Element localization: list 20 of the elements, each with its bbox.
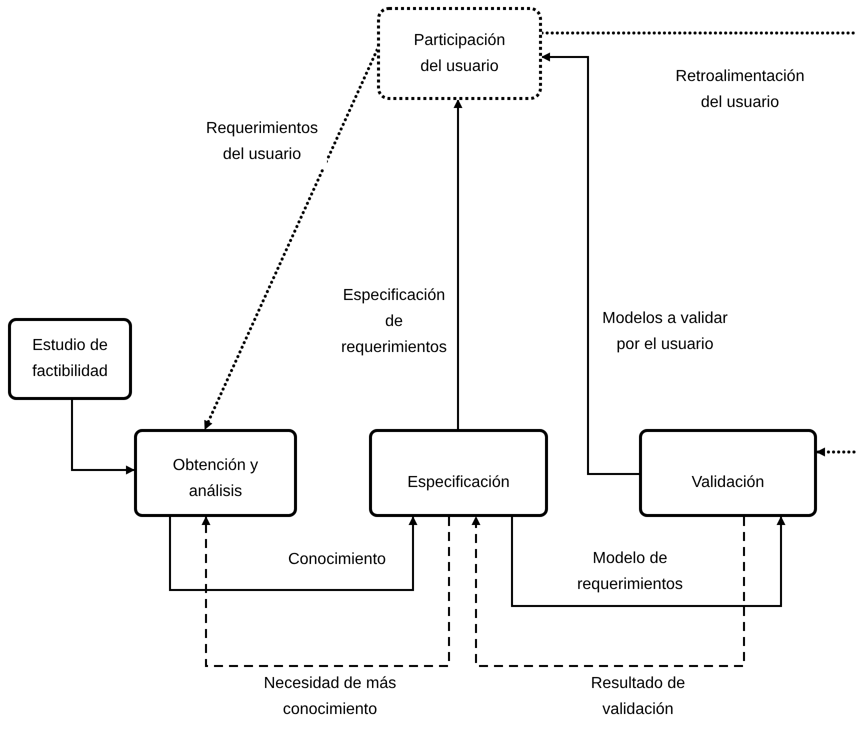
arrow — [204, 48, 378, 430]
box-label: Obtención y análisis — [172, 456, 260, 502]
arrow — [511, 516, 786, 607]
arrow — [71, 400, 135, 474]
process-box — [377, 7, 542, 100]
connector-line — [540, 32, 856, 34]
arrow — [454, 99, 462, 429]
process-box — [134, 429, 297, 517]
process-box — [8, 318, 132, 400]
arrow — [202, 516, 450, 667]
process-box — [369, 429, 548, 517]
process-box — [639, 429, 817, 517]
box-label: Participación del usuario — [412, 30, 506, 76]
box-label: Especificación — [406, 473, 511, 493]
arrow — [541, 52, 639, 475]
arrow — [816, 448, 856, 456]
arrow — [169, 516, 418, 591]
box-label: Validación — [690, 473, 766, 493]
box-label: Estudio de factibilidad — [31, 336, 109, 382]
arrow — [472, 516, 745, 667]
